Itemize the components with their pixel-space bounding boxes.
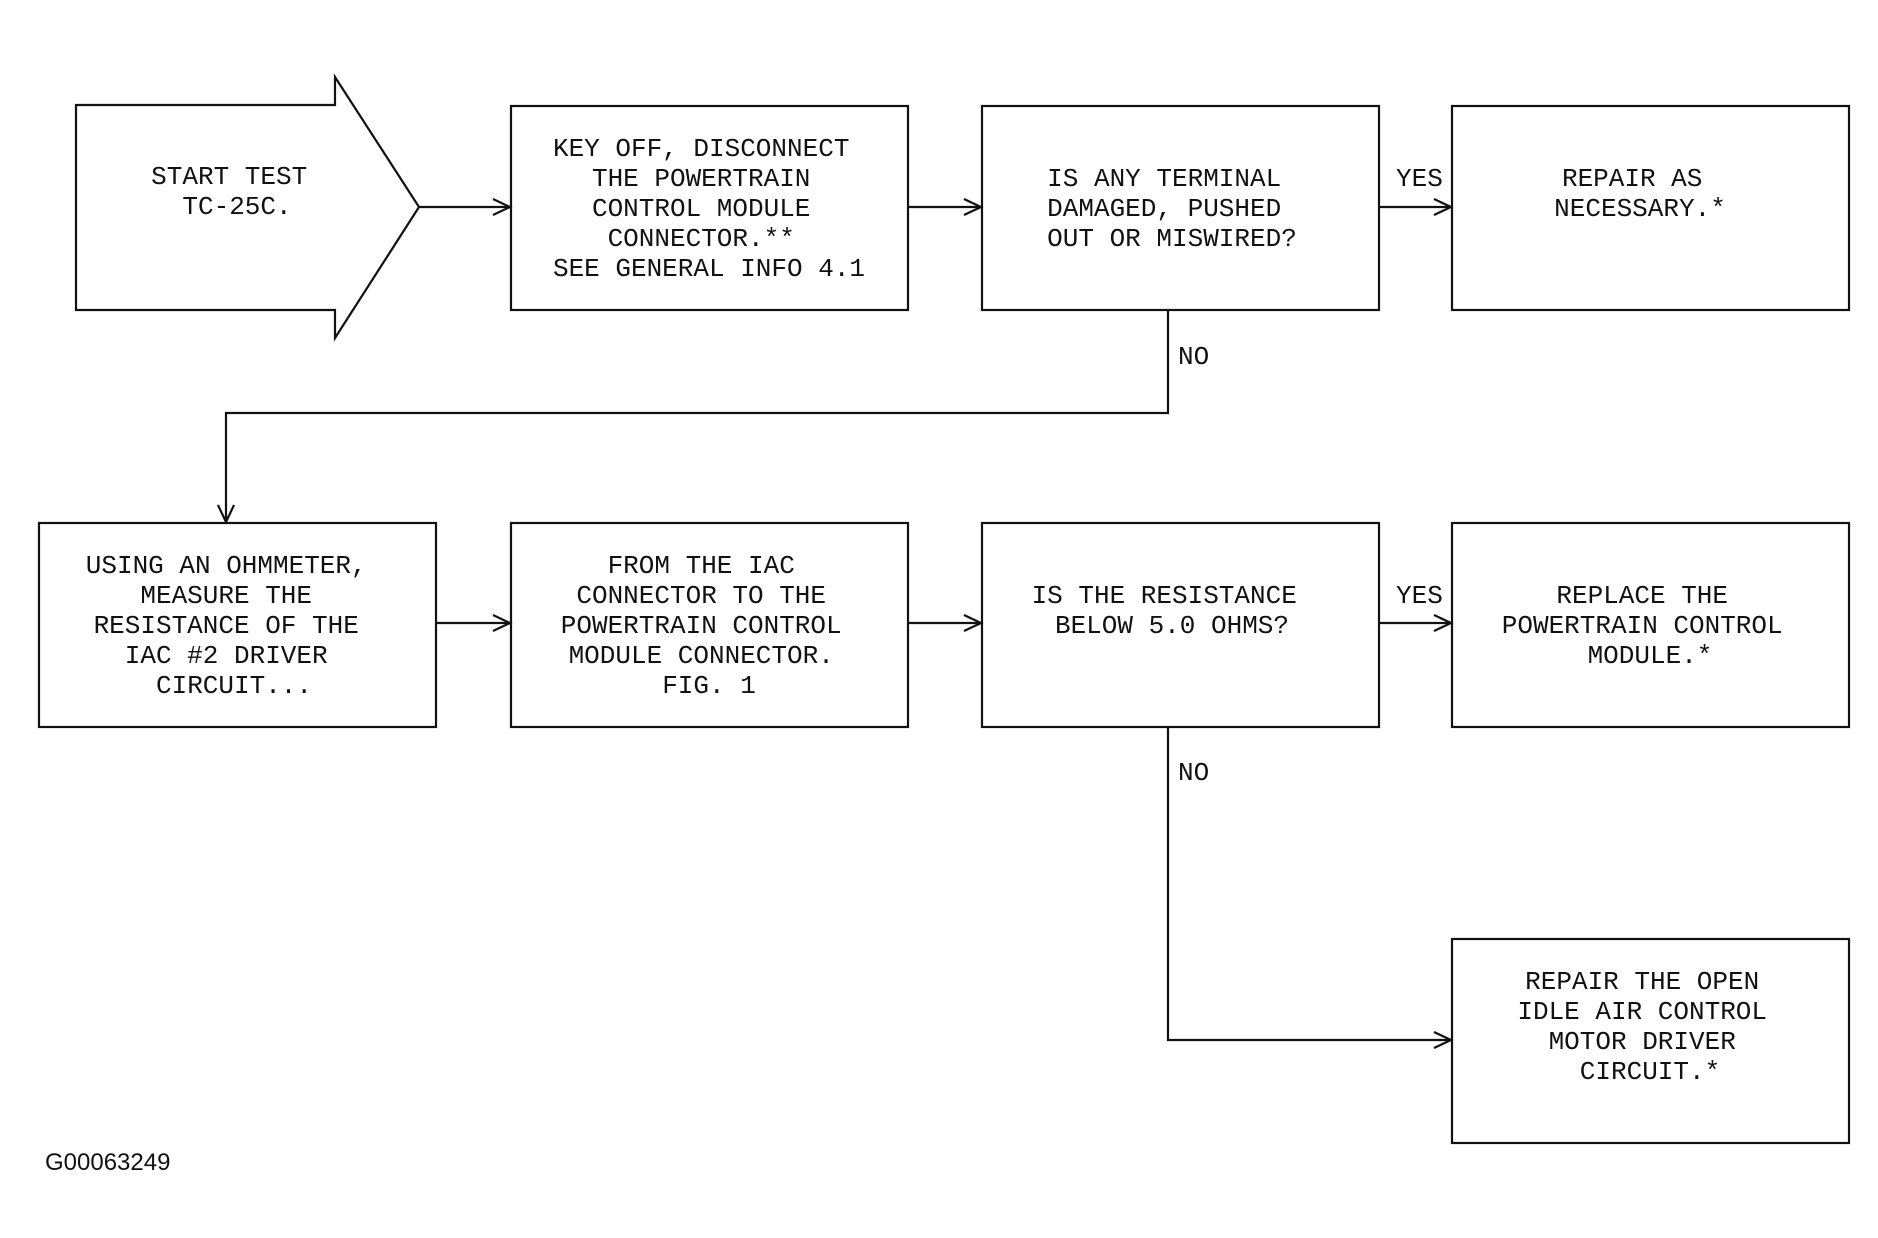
- arrowhead-key-off: [492, 198, 513, 216]
- resistance-question-box: [980, 521, 1381, 729]
- resistance-yes-label: YES: [1396, 581, 1443, 611]
- terminal-yes-label: YES: [1396, 164, 1443, 194]
- arrowhead-from-iac: [492, 614, 513, 632]
- replace-pcm-box: [1450, 521, 1851, 729]
- terminal-question-text: IS ANY TERMINAL DAMAGED, PUSHED OUT OR M…: [1047, 164, 1297, 254]
- start-text: START TEST TC-25C.: [151, 162, 323, 222]
- arrowhead-repair-open: [1433, 1031, 1454, 1049]
- repair-text: REPAIR AS NECESSARY.*: [1554, 164, 1726, 224]
- arrowhead-terminal: [963, 198, 984, 216]
- ohmmeter-text: USING AN OHMMETER, MEASURE THE RESISTANC…: [86, 551, 382, 701]
- resistance-question-text: IS THE RESISTANCE BELOW 5.0 OHMS?: [1032, 581, 1313, 641]
- edge-resistance-no: [1166, 727, 1450, 1042]
- key-off-text: KEY OFF, DISCONNECT THE POWERTRAIN CONTR…: [553, 134, 865, 284]
- repair-open-text: REPAIR THE OPEN IDLE AIR CONTROL MOTOR D…: [1517, 967, 1782, 1087]
- repair-open-box: [1450, 937, 1851, 1145]
- arrowhead-replace-pcm: [1433, 614, 1454, 632]
- edge-terminal-no: [224, 310, 1170, 521]
- terminal-question-box: [980, 104, 1381, 312]
- from-iac-text: FROM THE IAC CONNECTOR TO THE POWERTRAIN…: [561, 551, 857, 701]
- key-off-box: [509, 104, 910, 312]
- from-iac-box: [509, 521, 910, 729]
- arrowhead-resistance: [963, 614, 984, 632]
- resistance-no-label: NO: [1178, 758, 1209, 788]
- replace-pcm-text: REPLACE THE POWERTRAIN CONTROL MODULE.*: [1502, 581, 1798, 671]
- terminal-no-label: NO: [1178, 342, 1209, 372]
- arrowhead-repair: [1433, 198, 1454, 216]
- ohmmeter-box: [37, 521, 438, 729]
- start-arrow-shape: [74, 73, 421, 342]
- repair-box: [1450, 104, 1851, 312]
- arrowhead-ohmmeter: [217, 504, 235, 525]
- figure-id: G00063249: [45, 1149, 170, 1176]
